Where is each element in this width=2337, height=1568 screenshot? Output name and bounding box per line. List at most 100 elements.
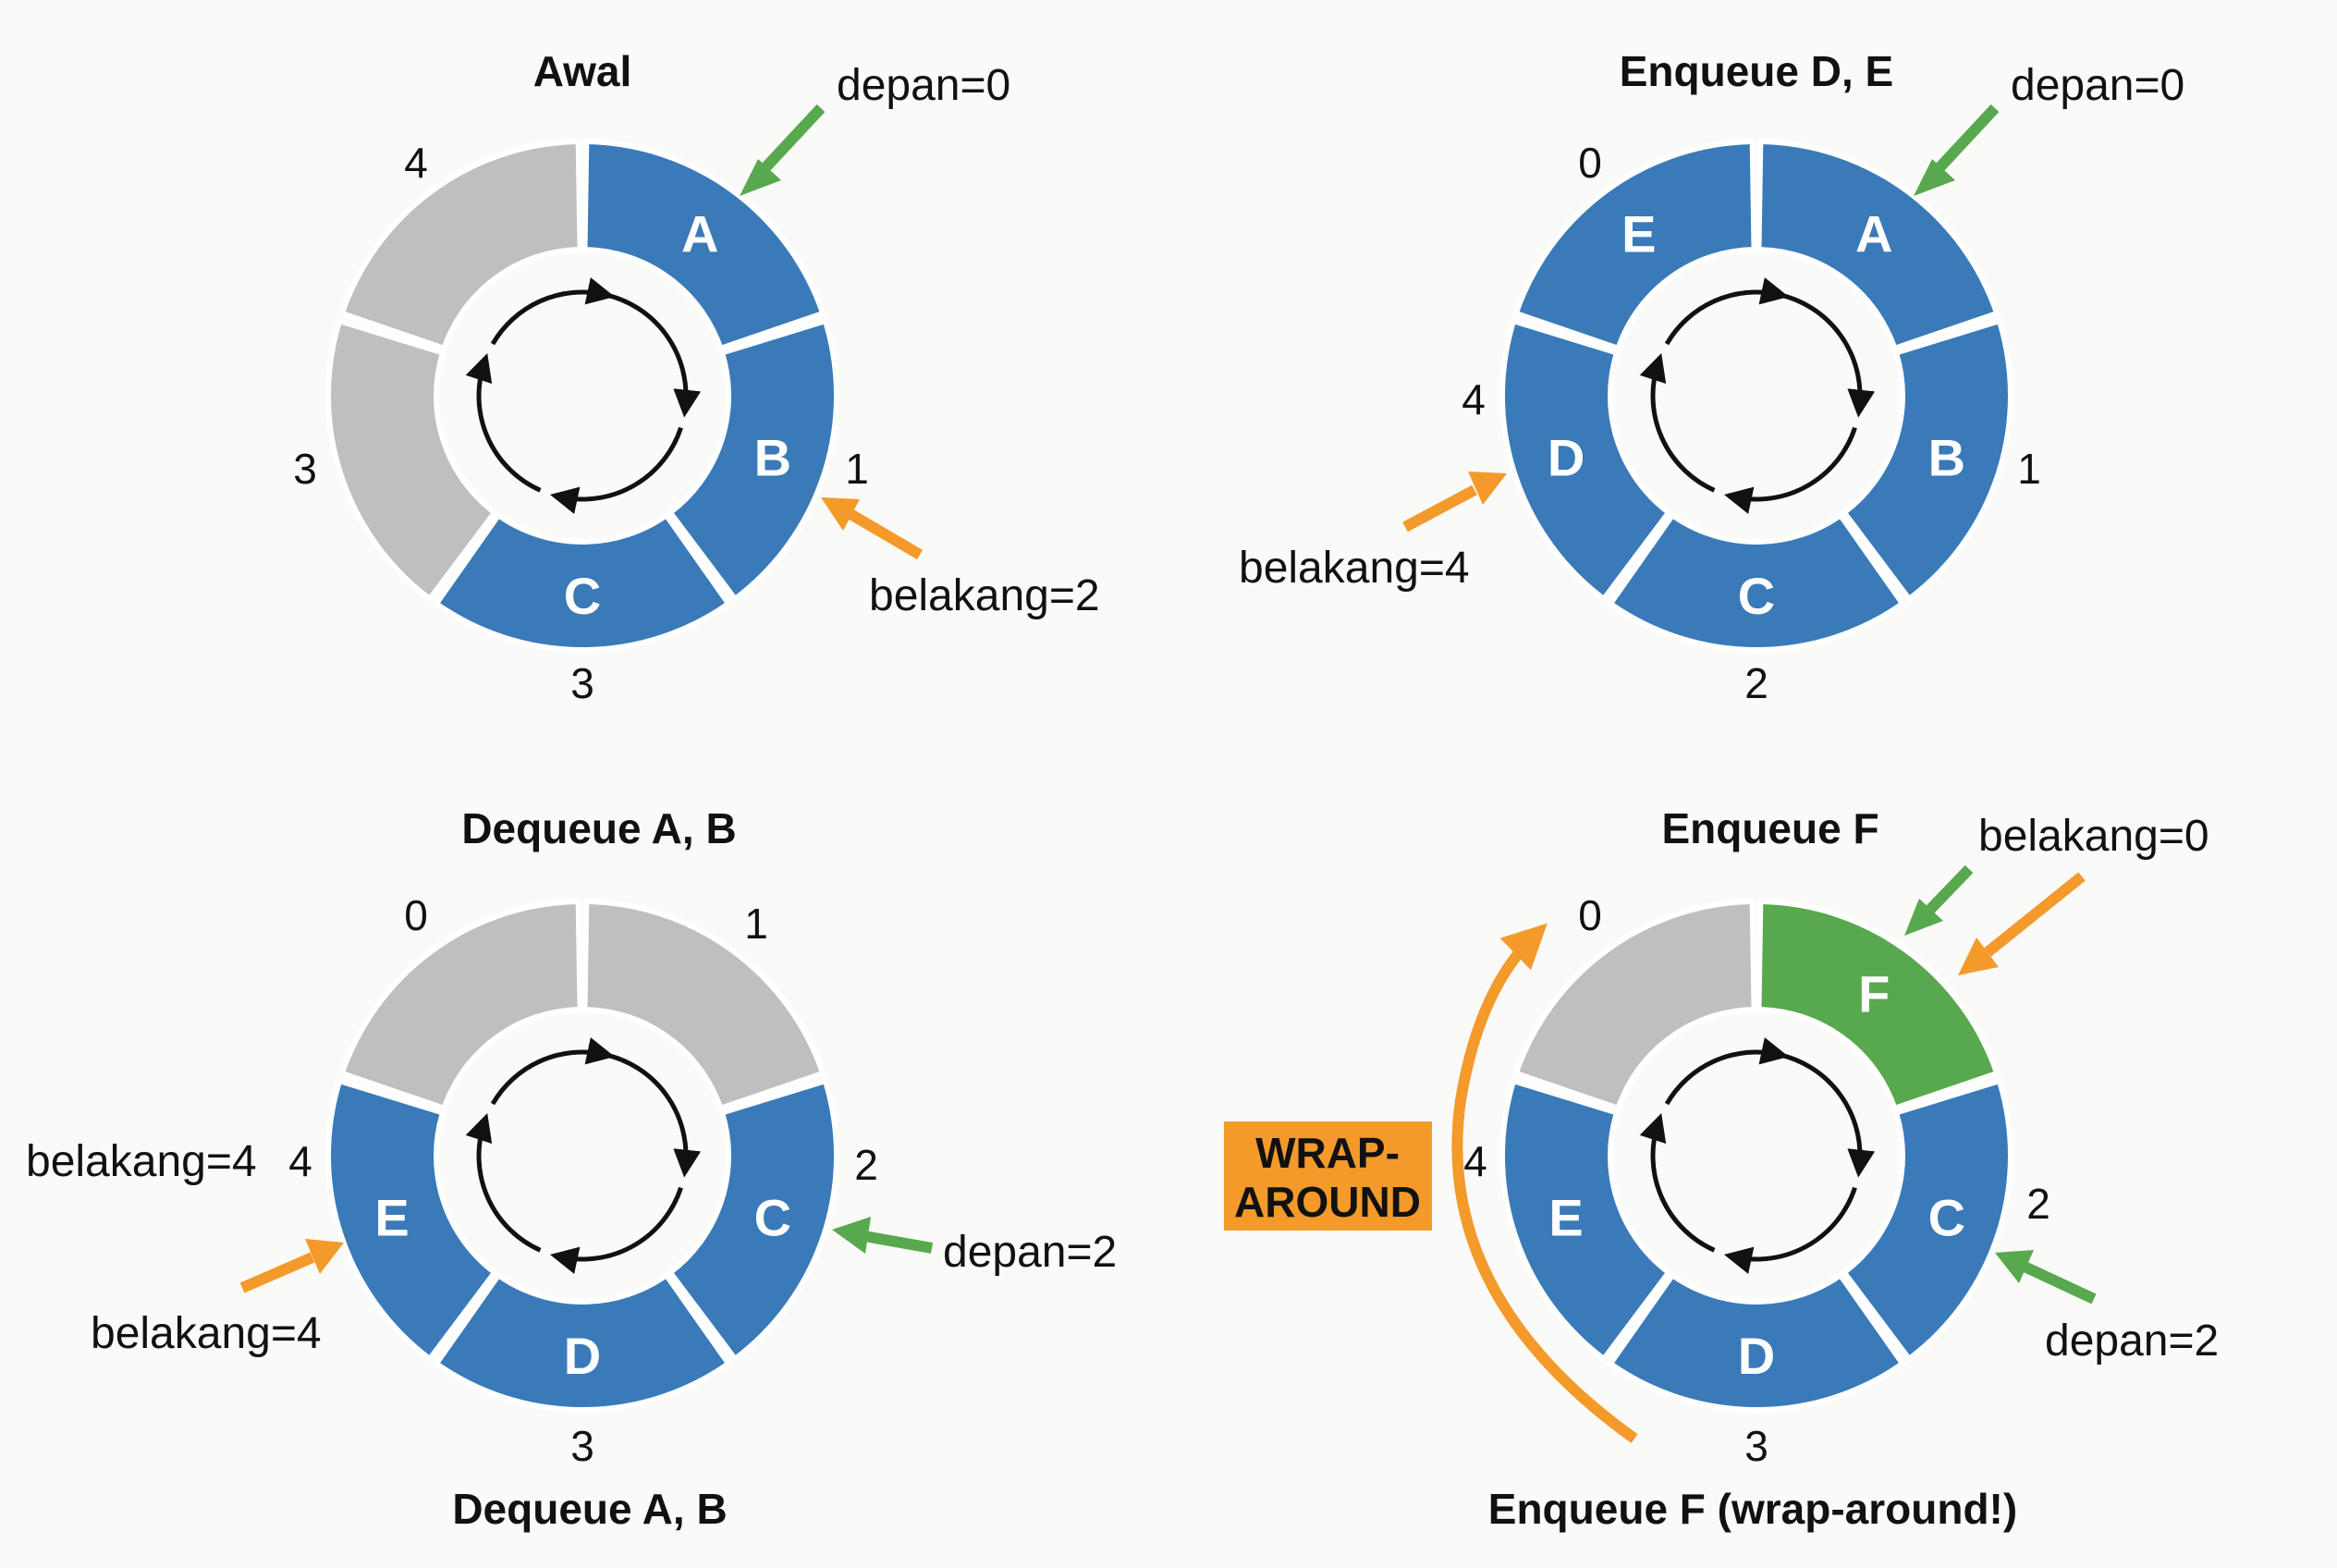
index-label-1: 1 [744, 900, 768, 948]
front-pointer-arrow [740, 104, 826, 196]
front-pointer-label: depan=2 [943, 1228, 1117, 1277]
queue-slot-value: A [681, 204, 718, 263]
index-label-3b: 3 [570, 659, 594, 707]
circulation-arrow [1664, 277, 1790, 346]
panel-title: Enqueue F [1661, 804, 1878, 852]
queue-slot-value: E [1621, 204, 1656, 263]
panel-subtitle: Dequeue A, B [452, 1485, 727, 1533]
circulation-arrow [1723, 426, 1857, 514]
queue-slot-value: E [374, 1188, 409, 1246]
index-label-2: 2 [854, 1141, 878, 1189]
index-label-0: 0 [1578, 139, 1602, 187]
queue-slot [1756, 138, 2001, 352]
queue-slot-value: A [1855, 204, 1892, 263]
queue-slot [1840, 1077, 2013, 1364]
queue-slot [1840, 317, 2013, 604]
queue-slot [338, 138, 583, 352]
queue-ring: A B C [325, 138, 839, 653]
queue-slot [432, 511, 733, 653]
queue-ring: C D E [325, 898, 839, 1413]
index-label-4: 4 [288, 1137, 312, 1185]
panel-title: Dequeue A, B [461, 804, 736, 852]
circulation-arrow [603, 1052, 702, 1178]
badge-line-1: WRAP- [1255, 1129, 1400, 1177]
queue-slot [1756, 898, 2001, 1112]
queue-slot [325, 1077, 499, 1364]
panel-subtitle: Enqueue F (wrap-around!) [1488, 1485, 2017, 1533]
circulation-arrow [1639, 352, 1716, 493]
queue-ring: A B C D E [1499, 138, 2013, 653]
index-label-1: 1 [2017, 445, 2041, 493]
queue-slot-value: C [564, 567, 601, 625]
queue-slot [1606, 511, 1907, 653]
queue-slot-value: E [1548, 1188, 1583, 1246]
circulation-arrow [465, 1112, 542, 1253]
queue-slot-value: B [754, 428, 791, 486]
wrap-around-badge: WRAP- AROUND [1224, 1121, 1432, 1231]
badge-line-2: AROUND [1234, 1178, 1421, 1226]
rear-pointer-label: belakang=0 [1978, 812, 2209, 861]
circulation-arrow [1664, 1037, 1790, 1106]
queue-slot-value: F [1858, 964, 1890, 1023]
queue-slot [666, 317, 839, 604]
index-label-0: 0 [404, 891, 428, 939]
panel-enqueue-d-e: Enqueue D, E A B C D E 0 1 2 4 depan=0 belak… [1239, 47, 2184, 707]
panel-title: Awal [533, 47, 632, 95]
queue-slot [581, 138, 826, 352]
queue-ring: F C D E [1499, 898, 2013, 1413]
front-pointer-label: depan=2 [2045, 1317, 2219, 1366]
rear-pointer-arrow [1402, 472, 1507, 533]
queue-slot [1499, 1077, 1673, 1364]
circulation-arrow [1777, 1052, 1876, 1178]
circulation-arrow [490, 277, 616, 346]
rear-pointer-green-arrow [1904, 864, 1974, 936]
circulation-arrow [1723, 1186, 1857, 1274]
circulation-arrow [603, 292, 702, 418]
queue-slot [1499, 317, 1673, 604]
wrap-around-arrow [1451, 923, 1638, 1443]
rear-pointer-label-top: belakang=4 [26, 1137, 257, 1186]
queue-slot-value: D [564, 1327, 601, 1385]
index-label-0: 0 [1578, 891, 1602, 939]
circulation-arrow [549, 1186, 683, 1274]
rear-pointer-arrow [821, 497, 924, 560]
queue-slot-value: C [1928, 1188, 1965, 1246]
rear-pointer-label: belakang=4 [1239, 544, 1470, 593]
queue-slot-value: C [1738, 567, 1775, 625]
queue-slot [666, 1077, 839, 1364]
queue-slot [1606, 1271, 1907, 1413]
index-label-2: 2 [2026, 1180, 2050, 1228]
index-label-3: 3 [570, 1422, 594, 1470]
circulation-arrow [549, 426, 683, 514]
index-label-1: 1 [845, 445, 869, 493]
index-label-3: 3 [293, 445, 317, 493]
queue-slot [338, 898, 583, 1112]
rear-pointer-label: belakang=4 [91, 1309, 322, 1358]
circulation-arrow [1639, 1112, 1716, 1253]
rear-pointer-orange-arrow [1958, 872, 2086, 975]
queue-slot-value: C [754, 1188, 791, 1246]
queue-slot-value: D [1738, 1327, 1775, 1385]
rear-pointer-arrow [239, 1239, 344, 1293]
front-pointer-label: depan=0 [837, 61, 1010, 110]
index-label-4: 4 [1462, 375, 1486, 423]
queue-slot [1512, 898, 1757, 1112]
queue-slot [1512, 138, 1757, 352]
index-label-4: 4 [404, 139, 428, 187]
panel-title: Enqueue D, E [1620, 47, 1893, 95]
front-pointer-arrow [832, 1217, 934, 1254]
circulation-arrow [490, 1037, 616, 1106]
index-label-2: 2 [1744, 659, 1768, 707]
panel-awal: Awal A B C 4 3 3 1 depan=0 belakang=2 [293, 47, 1099, 707]
front-pointer-arrow [1995, 1250, 2097, 1305]
queue-slot [581, 898, 826, 1112]
queue-slot [325, 317, 499, 604]
circulation-arrow [1777, 292, 1876, 418]
front-pointer-label: depan=0 [2011, 61, 2184, 110]
panel-dequeue-a-b: Dequeue A, B C D E 0 1 2 3 4 belakang=4 de… [26, 804, 1117, 1533]
queue-slot-value: B [1928, 428, 1965, 486]
rear-pointer-label: belakang=2 [869, 571, 1100, 620]
queue-slot-value: D [1548, 428, 1585, 486]
